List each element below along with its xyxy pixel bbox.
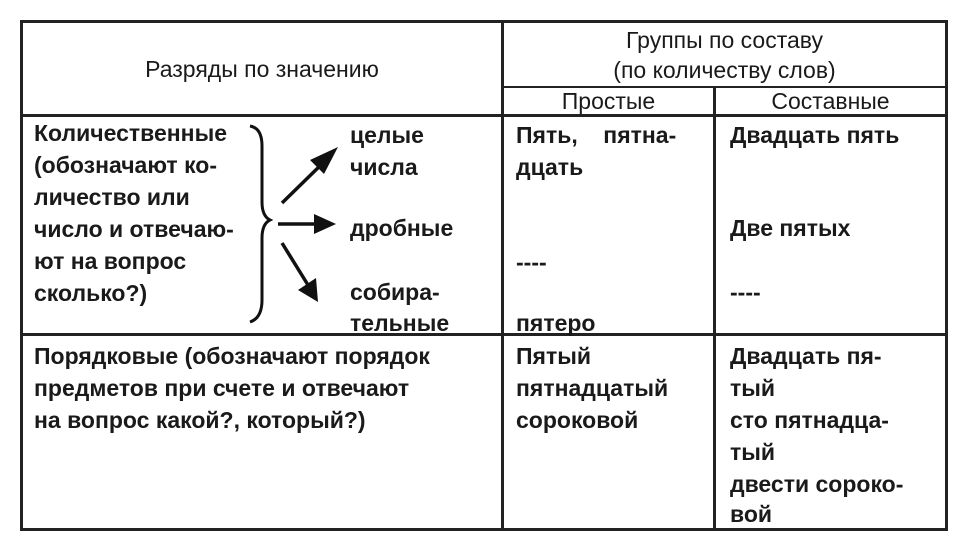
compound-collective: ---- [730, 279, 761, 305]
subtype-whole: числа [350, 154, 418, 180]
curly-brace-icon [249, 124, 274, 324]
simple-fractional: ---- [516, 249, 547, 275]
ordinal-compound-line: вой [730, 501, 773, 527]
quantitative-desc-line: сколько?) [34, 280, 148, 306]
ordinal-compound-line: тый [730, 375, 776, 401]
ordinal-compound-line: сто пятнадца- [730, 407, 889, 433]
ordinal-desc-line: предметов при счете и отвечают [34, 375, 410, 401]
subtype-whole: целые [350, 122, 424, 148]
subtype-collective: тельные [350, 310, 450, 336]
table-border-right [945, 20, 948, 531]
header-bottom-line [20, 114, 948, 117]
ordinal-compound-line: Двадцать пя- [730, 343, 882, 369]
simple-whole: дцать [516, 154, 584, 180]
subtype-fractional: дробные [350, 215, 454, 241]
quantitative-desc-line: число и отвечаю- [34, 216, 234, 242]
simple-collective: пятеро [516, 310, 596, 336]
header-rank-by-meaning: Разряды по значению [145, 56, 379, 82]
quantitative-desc-line: (обозначают ко- [34, 152, 217, 178]
ordinal-simple-line: пятнадцатый [516, 375, 669, 401]
table-border-bottom [20, 528, 948, 531]
ordinal-compound-line: двести сороко- [730, 471, 904, 497]
simple-whole: Пять, пятна- [516, 122, 677, 148]
ordinal-desc-line: Порядковые (обозначают порядок [34, 343, 430, 369]
compound-fractional: Две пятых [730, 215, 851, 241]
column-divider-simple-compound [713, 86, 716, 531]
quantitative-desc-line: личество или [34, 184, 190, 210]
header-subdivider [501, 86, 948, 88]
quantitative-desc-line: Количественные [34, 120, 228, 146]
ordinal-compound-line: тый [730, 439, 776, 465]
column-divider-main [501, 20, 504, 531]
header-groups-by-word-count: (по количеству слов) [613, 57, 836, 83]
quantitative-desc-line: ют на вопрос [34, 248, 187, 274]
header-compound: Составные [771, 88, 890, 114]
subtype-collective: собира- [350, 279, 440, 305]
header-simple: Простые [561, 88, 656, 114]
header-groups-by-composition: Группы по составу [626, 27, 823, 53]
table-border-left [20, 20, 23, 531]
table-border-top [20, 20, 948, 23]
compound-whole: Двадцать пять [730, 122, 900, 148]
ordinal-desc-line: на вопрос какой?, который?) [34, 407, 366, 433]
ordinal-simple-line: Пятый [516, 343, 591, 369]
ordinal-simple-line: сороковой [516, 407, 639, 433]
row-divider [20, 333, 948, 336]
arrow-to-collective-icon [280, 242, 310, 286]
